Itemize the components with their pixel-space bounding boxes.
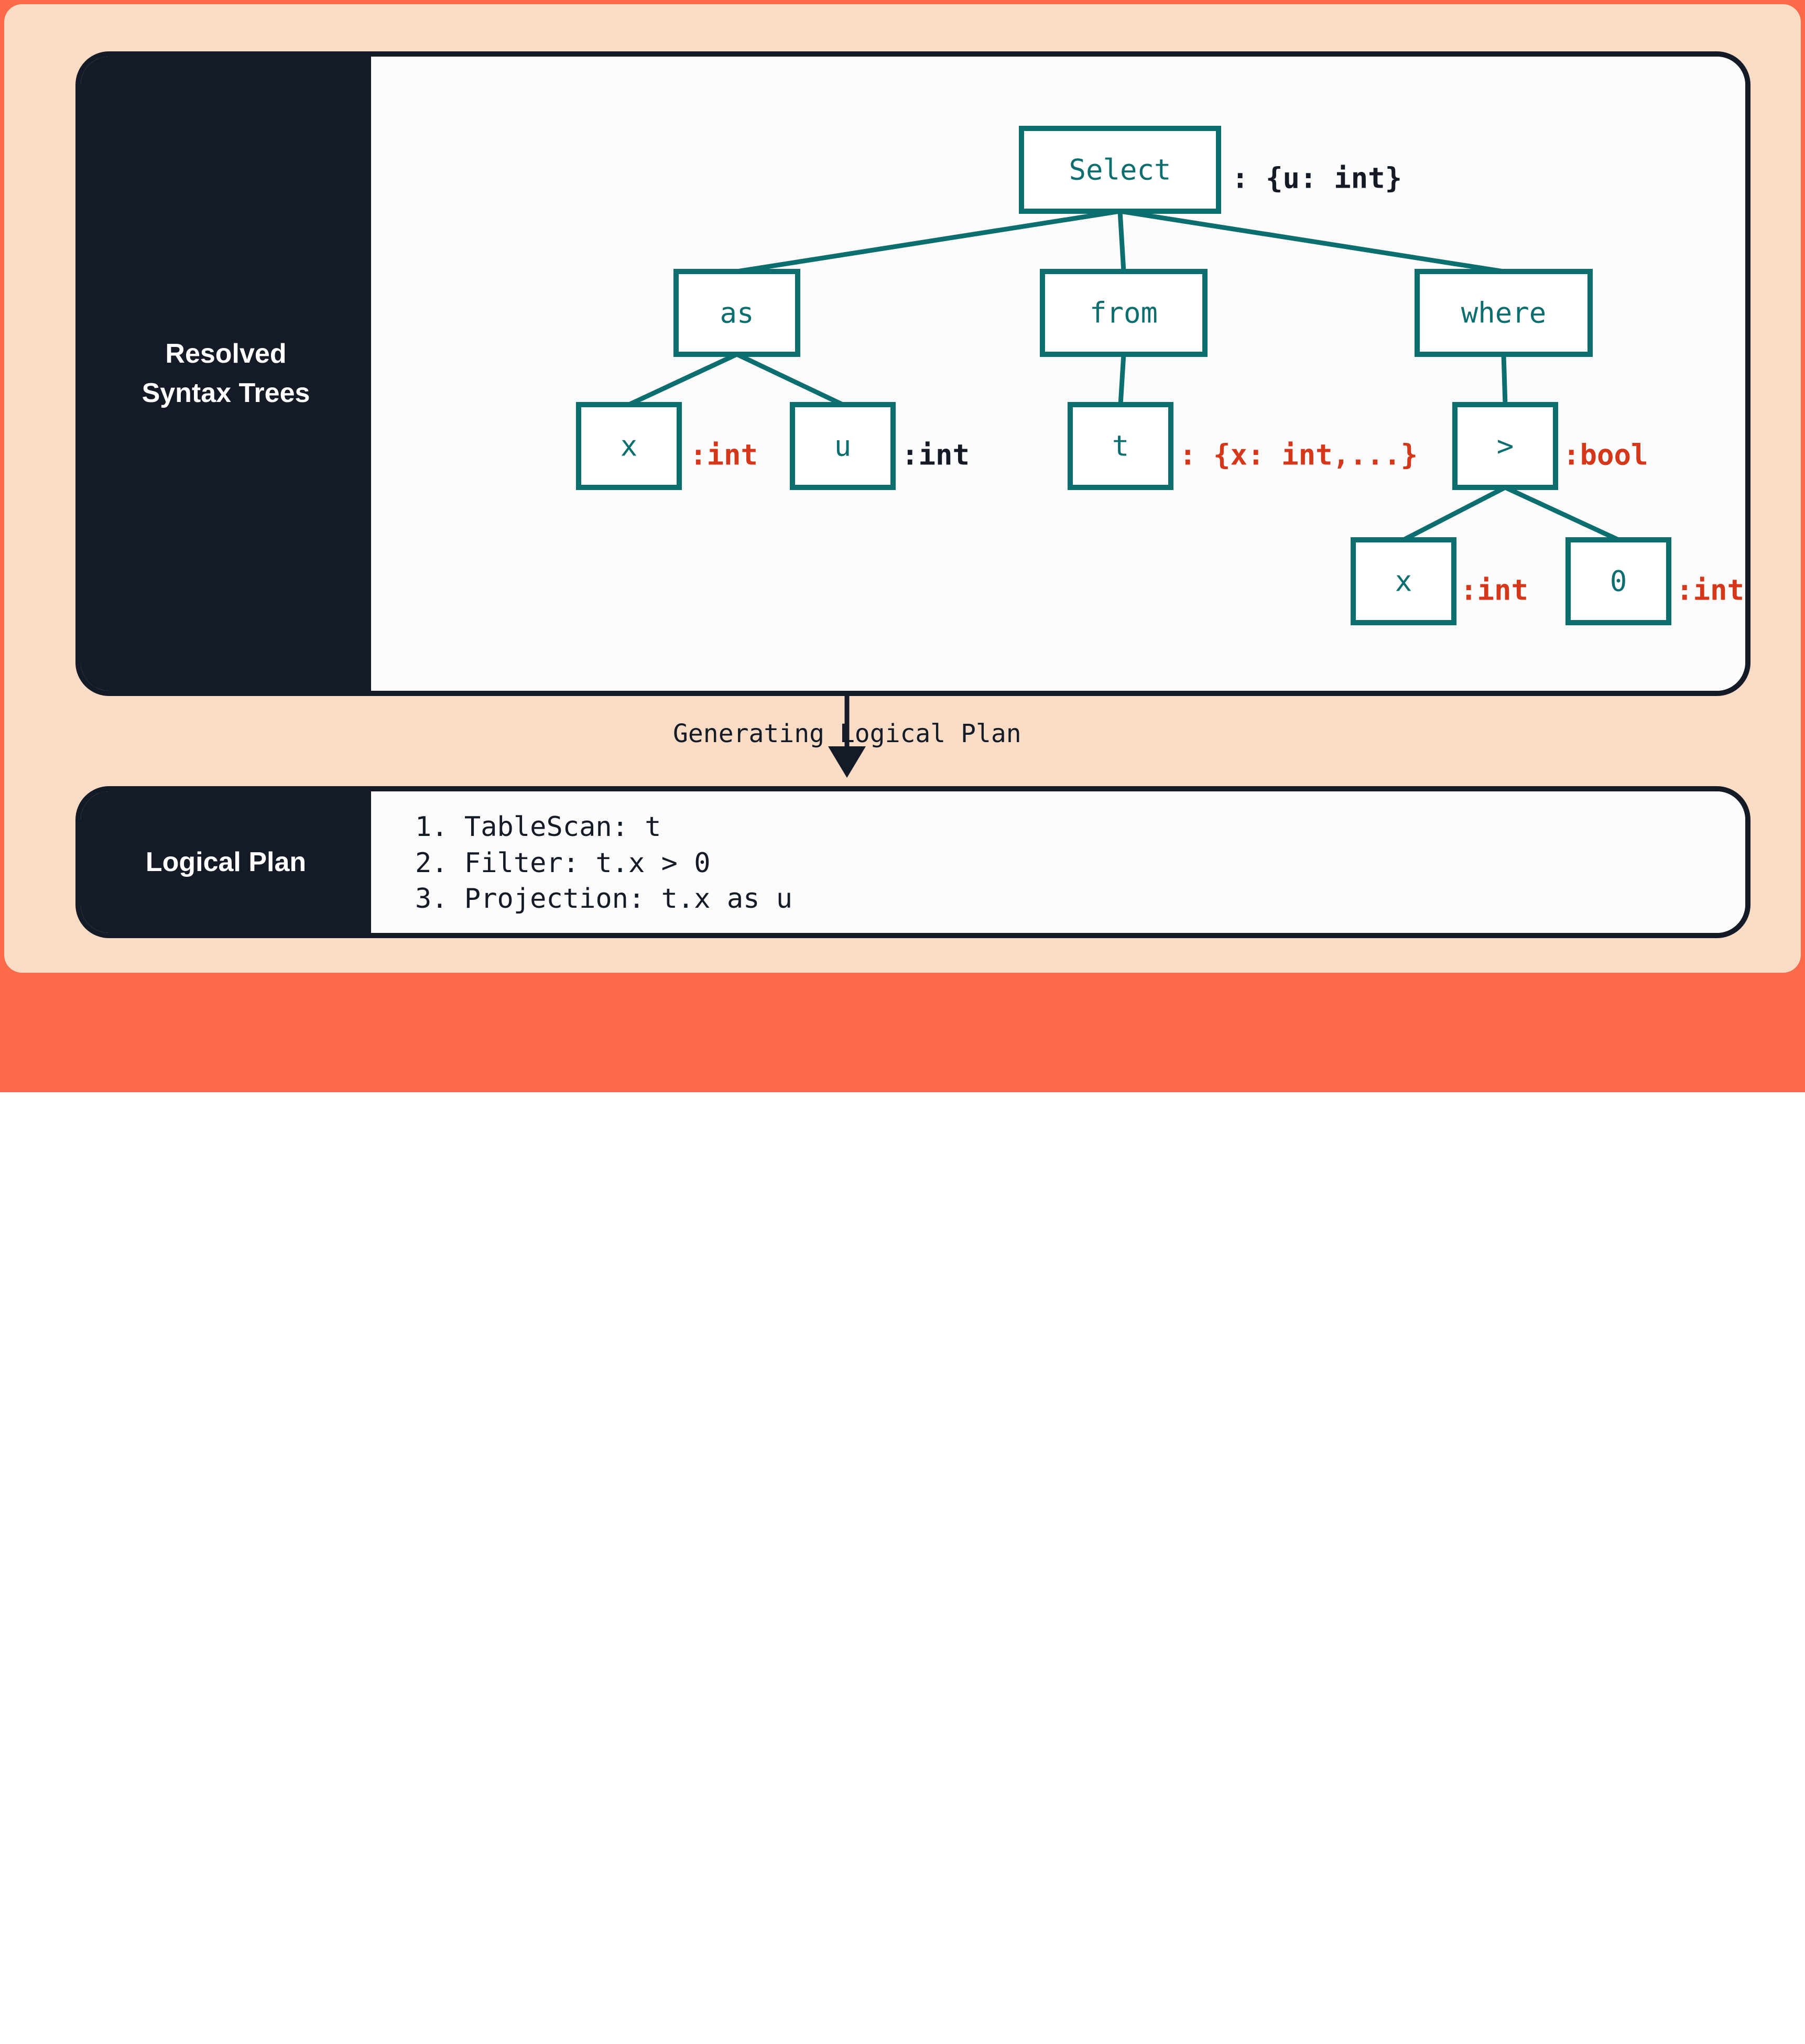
syntax-tree-canvas: Select : {u: int} as from where x :int u :int t : …	[371, 57, 1745, 691]
generating-logical-plan-transition: Generating Logical Plan	[75, 696, 1750, 786]
tree-node-box	[1040, 269, 1208, 357]
tree-node-box	[1019, 126, 1221, 214]
logical-plan-card: Logical Plan 1. TableScan: t 2. Filter: t…	[75, 786, 1750, 938]
tree-node-label: where	[1461, 297, 1547, 330]
syntax-tree-diagram: Select : {u: int} as from where x :int u :int t : …	[576, 126, 1744, 625]
tree-node-box	[1565, 537, 1671, 625]
sidebar-label-line-1: Resolved	[165, 338, 287, 369]
poster-root: Resolved Syntax Trees Select : {u: int} as…	[0, 0, 1805, 1092]
transition-caption: Generating Logical Plan	[673, 719, 1021, 748]
footer-banner: Compilation Produces an Executable Plan …	[0, 973, 1805, 2036]
tree-node-label: as	[720, 297, 754, 330]
tree-edge	[1501, 354, 1508, 405]
logical-plan-steps-list: 1. TableScan: t 2. Filter: t.x > 0 3. Proj…	[371, 791, 1745, 933]
footer-title: Compilation Produces an Executable Plan …	[730, 1989, 1769, 2023]
tree-node-label: Select	[1069, 154, 1171, 187]
tree-node-select[interactable]: Select : {u: int}	[1019, 126, 1402, 214]
tree-node-box	[576, 402, 682, 490]
tree-node-x1[interactable]: x :int	[576, 402, 758, 490]
tree-edge	[628, 352, 738, 407]
sidebar-label-line-2: Syntax Trees	[142, 378, 310, 408]
logical-plan-step: 3. Projection: t.x as u	[415, 883, 793, 915]
tree-node-zero[interactable]: 0 :int	[1565, 537, 1744, 625]
tree-node-label: >	[1497, 430, 1514, 463]
logical-plan-step: 1. TableScan: t	[415, 811, 661, 843]
tree-edge	[1118, 354, 1126, 405]
tree-node-box	[1068, 402, 1173, 490]
resolved-syntax-trees-sidebar-label: Resolved Syntax Trees	[81, 57, 371, 691]
logical-plan-step: 2. Filter: t.x > 0	[415, 847, 711, 879]
tree-edge	[1119, 209, 1504, 274]
tree-node-type-annotation: :int	[1676, 574, 1744, 607]
tree-node-from[interactable]: from	[1040, 269, 1208, 357]
tree-node-label: x	[1395, 565, 1412, 598]
tree-node-label: t	[1112, 430, 1129, 463]
tree-edge	[1402, 485, 1507, 542]
resolved-syntax-trees-card: Resolved Syntax Trees Select : {u: int} as…	[75, 51, 1750, 696]
tree-node-as[interactable]: as	[673, 269, 800, 357]
tree-node-type-annotation: :int	[690, 439, 758, 472]
tree-node-gt[interactable]: > :bool	[1452, 402, 1648, 490]
tree-node-box	[673, 269, 800, 357]
butterfly-x-logo-icon	[30, 1981, 85, 2036]
tree-node-box	[1415, 269, 1593, 357]
tree-node-t1[interactable]: t : {x: int,...}	[1068, 402, 1418, 490]
tree-node-group: Select : {u: int} as from where x :int u :int t : …	[576, 126, 1744, 625]
tree-node-type-annotation: : {x: int,...}	[1179, 439, 1418, 472]
tree-node-box	[1351, 537, 1456, 625]
tree-node-type-annotation: :int	[901, 439, 970, 472]
tree-node-type-annotation: : {u: int}	[1232, 162, 1402, 195]
tree-node-type-annotation: :int	[1460, 574, 1528, 607]
tree-node-box	[790, 402, 896, 490]
tree-node-label: x	[621, 430, 638, 463]
tree-edge-group	[628, 209, 1619, 542]
tree-edge	[736, 209, 1121, 274]
logical-plan-sidebar-label: Logical Plan	[81, 791, 371, 933]
tree-node-label: u	[834, 430, 852, 463]
tree-node-label: 0	[1610, 565, 1627, 598]
tree-edge	[736, 352, 844, 407]
tree-node-u1[interactable]: u :int	[790, 402, 970, 490]
tree-node-type-annotation: :bool	[1563, 439, 1648, 472]
tree-node-label: from	[1090, 297, 1158, 330]
tree-node-where[interactable]: where	[1415, 269, 1593, 357]
tree-edge	[1504, 485, 1619, 542]
tree-node-box	[1452, 402, 1558, 490]
tree-edge	[1117, 211, 1126, 272]
tree-node-x2[interactable]: x :int	[1351, 537, 1528, 625]
down-arrow-icon	[828, 696, 866, 778]
